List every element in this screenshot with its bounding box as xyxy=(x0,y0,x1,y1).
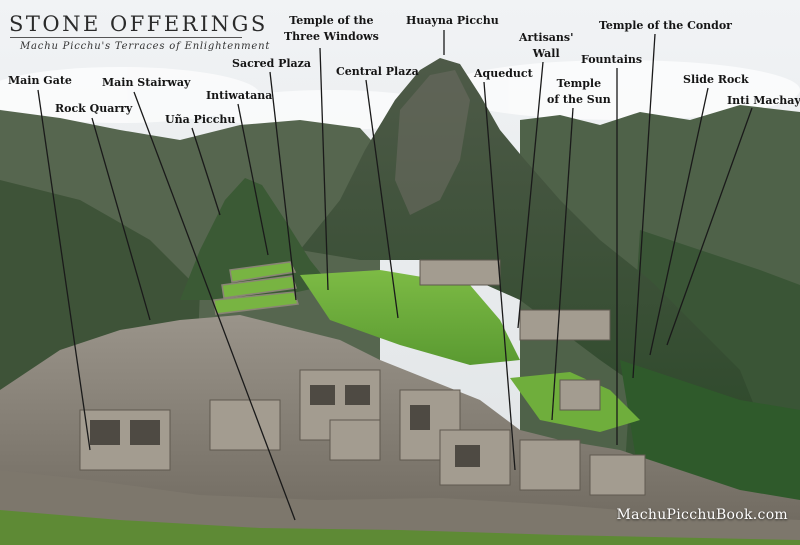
label-temple-sun-line2: of the Sun xyxy=(547,93,611,106)
page-subtitle: Machu Picchu's Terraces of Enlightenment xyxy=(20,41,271,52)
label-temple-sun: Temple of the Sun xyxy=(547,76,611,108)
leader-aqueduct xyxy=(483,81,516,471)
leader-rock-quarry xyxy=(91,117,151,321)
label-fountains: Fountains xyxy=(581,53,643,66)
foreground-grass xyxy=(0,510,800,545)
leader-una-picchu xyxy=(191,127,221,216)
leader-temple-condor xyxy=(632,33,656,379)
leader-intiwatana xyxy=(237,103,269,256)
roofless-interiors xyxy=(90,385,480,467)
leader-inti-machay xyxy=(666,107,753,346)
label-temple-three-windows-line1: Temple of the xyxy=(289,14,374,27)
website-credit: MachuPicchuBook.com xyxy=(616,507,788,523)
label-intiwatana: Intiwatana xyxy=(206,89,273,102)
leader-main-gate xyxy=(37,89,91,451)
leader-slide-rock xyxy=(649,87,709,356)
label-temple-three-windows: Temple of the Three Windows xyxy=(284,13,379,45)
title-divider xyxy=(10,37,242,38)
clouds xyxy=(0,60,800,130)
leader-artisans-wall xyxy=(517,61,544,329)
label-artisans-wall-line2: Wall xyxy=(532,47,560,60)
leader-lines xyxy=(37,30,753,521)
label-temple-sun-line1: Temple xyxy=(556,77,602,90)
label-una-picchu: Uña Picchu xyxy=(165,113,236,126)
label-temple-condor: Temple of the Condor xyxy=(599,19,732,32)
label-inti-machay: Inti Machay xyxy=(727,94,800,107)
label-artisans-wall: Artisans' Wall xyxy=(519,30,573,62)
label-huayna-picchu: Huayna Picchu xyxy=(406,14,499,27)
leader-temple-sun xyxy=(551,107,574,421)
label-sacred-plaza: Sacred Plaza xyxy=(232,57,312,70)
label-main-stairway: Main Stairway xyxy=(102,76,191,89)
agricultural-terraces xyxy=(213,261,300,315)
leader-sacred-plaza xyxy=(269,71,297,301)
leader-central-plaza xyxy=(365,79,399,319)
leader-main-stairway xyxy=(133,91,296,521)
label-central-plaza: Central Plaza xyxy=(336,65,419,78)
label-temple-three-windows-line2: Three Windows xyxy=(284,30,379,43)
page-title: STONE OFFERINGS xyxy=(9,12,268,36)
label-artisans-wall-line1: Artisans' xyxy=(519,31,574,44)
label-slide-rock: Slide Rock xyxy=(683,73,749,86)
label-rock-quarry: Rock Quarry xyxy=(55,102,133,115)
label-aqueduct: Aqueduct xyxy=(474,67,533,80)
huayna-rock-face xyxy=(395,70,470,215)
label-main-gate: Main Gate xyxy=(8,74,72,87)
central-plaza-grass xyxy=(300,270,520,365)
leader-temple-three-windows xyxy=(319,47,329,291)
